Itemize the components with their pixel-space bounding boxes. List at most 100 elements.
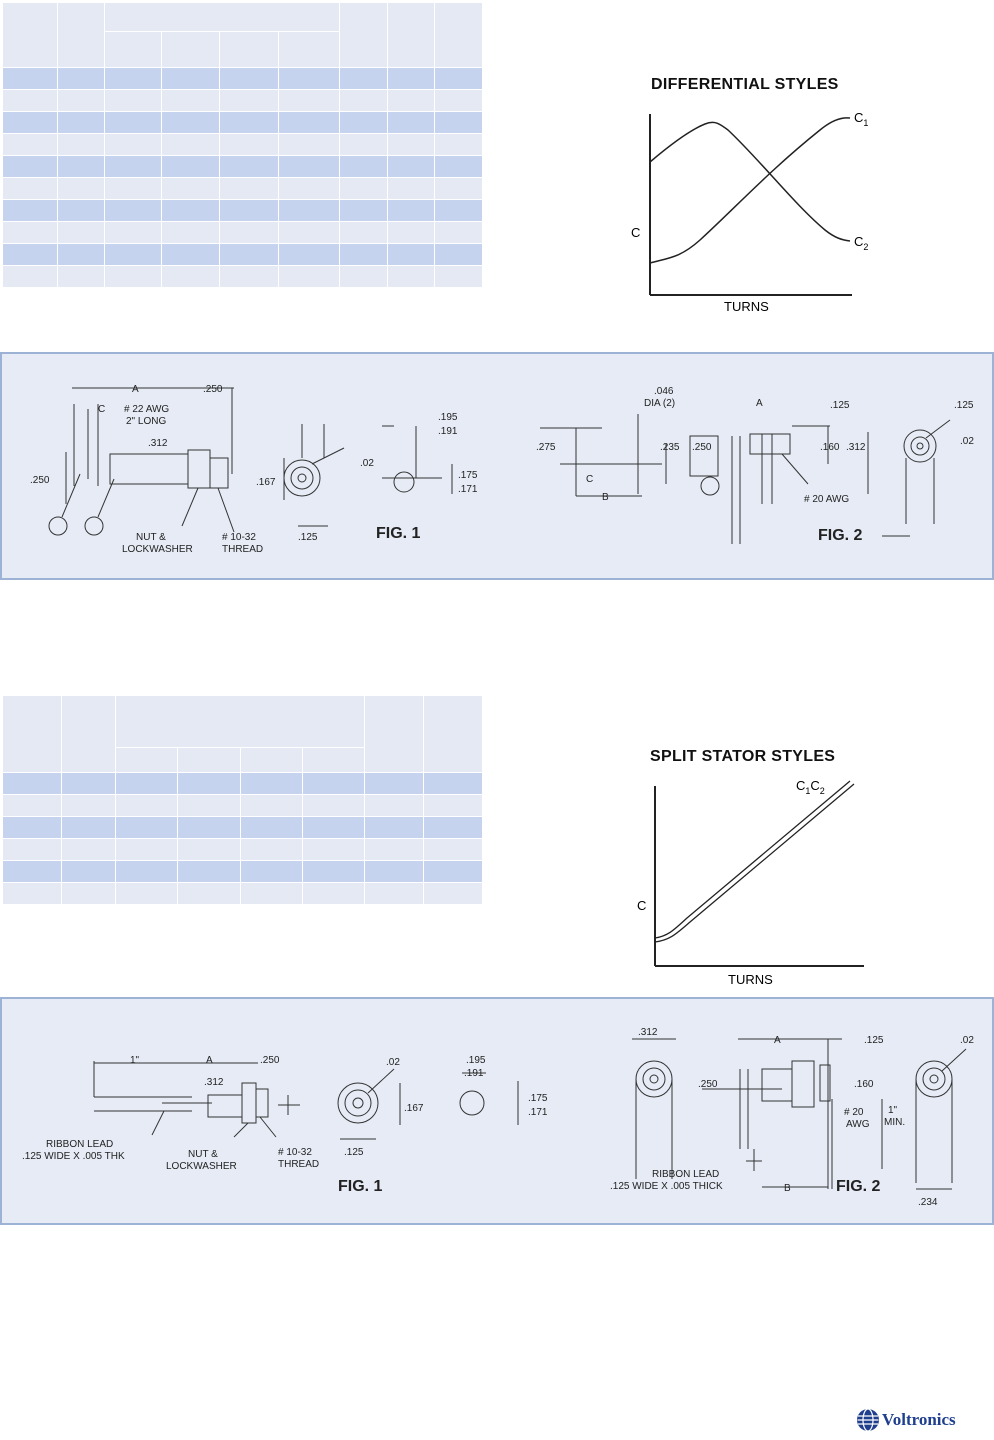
curve-c1 [649,117,851,264]
dimension-label-dim-a: A [206,1055,213,1066]
dimension-label-ribbon-2: .125 WIDE X .005 THK [22,1151,125,1162]
dimension-label-long: 2" LONG [126,416,166,427]
dimension-label-min-2: MIN. [884,1117,905,1128]
dimension-label-label: FIG. 1 [338,1178,383,1195]
dimension-label-ribbon-1: RIBBON LEAD [46,1139,113,1150]
dimension-label-dim-02: .02 [960,436,974,447]
dimension-label-dim-195: .195 [466,1055,486,1066]
table-row [2,177,483,200]
dimension-label-thread-1: # 10-32 [278,1147,312,1158]
brand-name: Voltronics [882,1410,956,1429]
split-stator-dimension-panel: 1" A .250 .312 RIBBON LEAD .125 WIDE X .… [0,997,994,1225]
dimension-label-dim-175: .175 [458,470,478,481]
differential-dimension-panel: A .250 C # 22 AWG 2" LONG .312 .250 NUT … [0,352,994,580]
table-header-row [2,2,483,68]
table-row [2,860,483,883]
dimension-label-dim-b: B [602,492,609,503]
dimension-label-label: FIG. 2 [836,1178,881,1195]
dimension-label-nut-1: NUT & [136,532,166,543]
dimension-label-dim-250: .250 [260,1055,280,1066]
curve-c1c2-label: C1C2 [796,778,825,796]
dimension-label-awg: # 20 AWG [804,494,849,505]
dimension-label-dim-160: .160 [820,442,840,453]
dimension-label-dim-312: .312 [638,1027,658,1038]
dimension-label-dim-160: .160 [854,1079,874,1090]
y-axis-label: C [637,898,646,913]
curve-c1-label: C1 [854,110,868,128]
y-axis-label: C [631,225,640,240]
dimension-label-dim-125: .125 [344,1147,364,1158]
dimension-label-thread-2: THREAD [222,544,263,555]
table-row [2,67,483,90]
curve-c2 [654,780,851,939]
dimension-label-dim-191: .191 [464,1068,484,1079]
dimension-label-awg: # 22 AWG [124,404,169,415]
dimension-label-dim-312: .312 [204,1077,224,1088]
table-row [2,155,483,178]
split-stator-spec-table [2,695,483,905]
dimension-label-dim-312: .312 [846,442,866,453]
dimension-label-dim-c: C [586,474,593,485]
dimension-label-nut-1: NUT & [188,1149,218,1160]
table-row [2,221,483,244]
differential-graph-title: DIFFERENTIAL STYLES [651,76,839,93]
table-row [2,772,483,795]
voltronics-logo: Voltronics [856,1408,956,1432]
dimension-label-thread-2: THREAD [278,1159,319,1170]
dimension-label-dim-167: .167 [404,1103,424,1114]
differential-graph: C TURNS C1 C2 [631,110,868,314]
split-stator-dimension-drawing: 1" A .250 .312 RIBBON LEAD .125 WIDE X .… [22,1027,974,1208]
curve-c1 [654,783,855,943]
dimension-label-ribbon-1: RIBBON LEAD [652,1169,719,1180]
dimension-label-dim-125: .125 [298,532,318,543]
dimension-label-dim-125: .125 [864,1035,884,1046]
dimension-label-dim-125: .125 [830,400,850,411]
dimension-label-dim-167: .167 [256,477,276,488]
dimension-label-dim-312: .312 [148,438,168,449]
dimension-label-dim-250-top: .250 [203,384,223,395]
differential-dimension-drawing: A .250 C # 22 AWG 2" LONG .312 .250 NUT … [30,384,974,555]
dimension-label-awg-1: # 20 [844,1107,864,1118]
dimension-label-dim-171: .171 [528,1107,548,1118]
dimension-label-dim-a: A [756,398,763,409]
table-row [2,111,483,134]
dimension-label-label: FIG. 1 [376,525,421,542]
dimension-label-dim-175: .175 [528,1093,548,1104]
dimension-label-nut-2: LOCKWASHER [166,1161,237,1172]
dimension-label-dim-c: C [98,404,105,415]
dimension-label-nut-2: LOCKWASHER [122,544,193,555]
dimension-label-dia-1: .046 [654,386,674,397]
table-row [2,816,483,839]
x-axis-label: TURNS [728,972,773,987]
table-header-row [3,747,483,773]
dimension-label-ribbon-2: .125 WIDE X .005 THICK [610,1181,723,1192]
table-row [2,882,483,905]
table-row [2,199,483,222]
differential-spec-table [2,2,483,288]
dimension-label-dim-171: .171 [458,484,478,495]
split-stator-graph-title: SPLIT STATOR STYLES [650,748,836,765]
dimension-label-dim-1in: 1" [130,1055,140,1066]
dimension-label-dia-2: DIA (2) [644,398,675,409]
dimension-label-label: FIG. 2 [818,527,863,544]
dimension-label-dim-195: .195 [438,412,458,423]
split-stator-graph: C TURNS C1C2 [637,778,864,987]
dimension-label-dim-02: .02 [960,1035,974,1046]
dimension-label-dim-b: B [784,1183,791,1194]
dimension-label-thread-1: # 10-32 [222,532,256,543]
table-header-row [3,31,483,68]
dimension-label-dim-191: .191 [438,426,458,437]
dimension-label-dim-275: .275 [536,442,556,453]
dimension-label-awg-2: AWG [846,1119,870,1130]
globe-icon [857,1408,879,1432]
dimension-label-min-1: 1" [888,1105,898,1116]
table-row [2,133,483,156]
table-row [2,89,483,112]
table-row [2,838,483,861]
dimension-label-dim-a: A [774,1035,781,1046]
table-row [2,794,483,817]
dimension-label-dim-250-left: .250 [30,475,50,486]
dimension-label-dim-235: .235 [660,442,680,453]
dimension-label-dim-250: .250 [692,442,712,453]
dimension-label-dim-125-right: .125 [954,400,974,411]
